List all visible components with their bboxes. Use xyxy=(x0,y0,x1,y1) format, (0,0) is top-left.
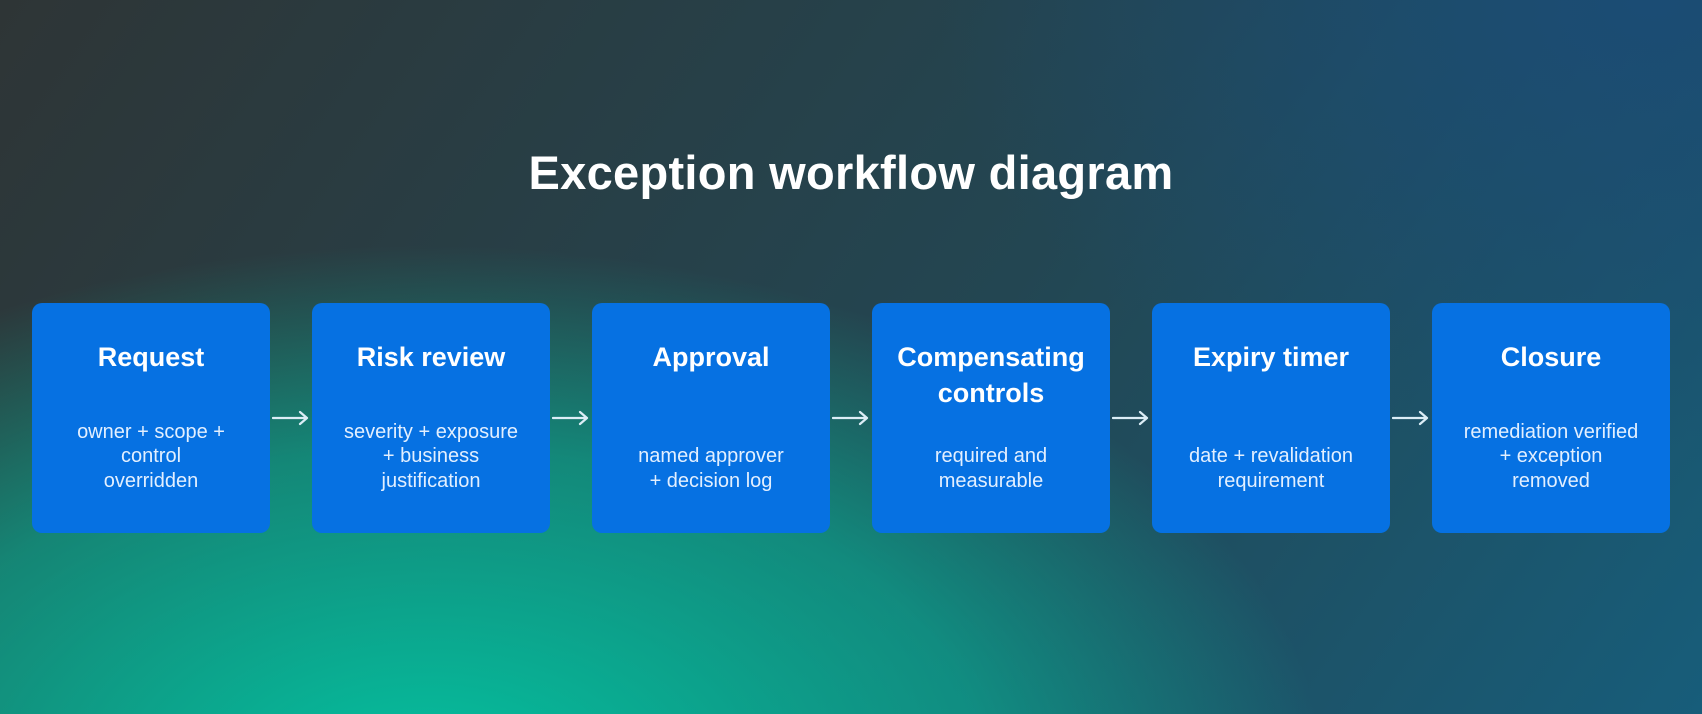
workflow-step-closure: Closure remediation verified + exception… xyxy=(1432,303,1670,533)
arrow-right-icon xyxy=(1392,410,1429,426)
step-description: remediation verified + exception removed xyxy=(1463,420,1639,492)
connector xyxy=(1110,303,1152,533)
step-title: Request xyxy=(97,342,205,372)
arrow-right-icon xyxy=(272,410,309,426)
connector xyxy=(830,303,872,533)
arrow-right-icon xyxy=(832,410,869,426)
workflow-step-approval: Approval named approver + decision log xyxy=(592,303,830,533)
arrow-right-icon xyxy=(1112,410,1149,426)
workflow-step-compensating-controls: Compensating controls required and measu… xyxy=(872,303,1110,533)
step-description: required and measurable xyxy=(934,445,1048,492)
workflow-step-expiry-timer: Expiry timer date + revalidation require… xyxy=(1152,303,1390,533)
step-title: Approval xyxy=(652,342,770,372)
step-description: severity + exposure + business justifica… xyxy=(344,420,518,492)
step-description: named approver + decision log xyxy=(638,445,784,492)
connector xyxy=(1390,303,1432,533)
step-title: Closure xyxy=(1500,342,1602,372)
workflow-row: Request owner + scope + control overridd… xyxy=(32,303,1670,533)
workflow-step-risk-review: Risk review severity + exposure + busine… xyxy=(312,303,550,533)
arrow-right-icon xyxy=(552,410,589,426)
step-title: Expiry timer xyxy=(1192,342,1350,372)
page-title: Exception workflow diagram xyxy=(528,146,1174,199)
step-description: owner + scope + control overridden xyxy=(77,420,225,492)
step-title: Risk review xyxy=(356,342,506,372)
connector xyxy=(550,303,592,533)
step-description: date + revalidation requirement xyxy=(1188,445,1353,492)
workflow-step-request: Request owner + scope + control overridd… xyxy=(32,303,270,533)
step-title: Compensating controls xyxy=(897,342,1085,409)
connector xyxy=(270,303,312,533)
